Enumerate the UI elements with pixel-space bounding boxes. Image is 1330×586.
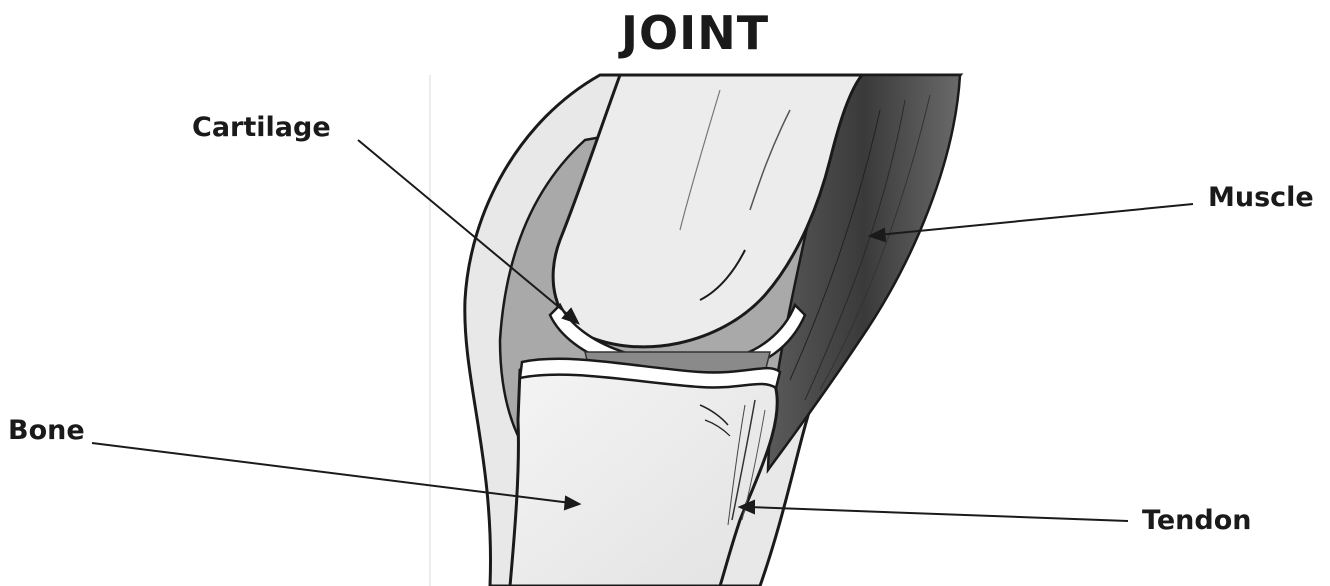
tendon-label: Tendon (1142, 505, 1251, 536)
cartilage-label: Cartilage (192, 112, 331, 143)
tendon-pointer (748, 507, 1128, 521)
muscle-label: Muscle (1208, 182, 1314, 213)
bone-label: Bone (8, 415, 85, 446)
